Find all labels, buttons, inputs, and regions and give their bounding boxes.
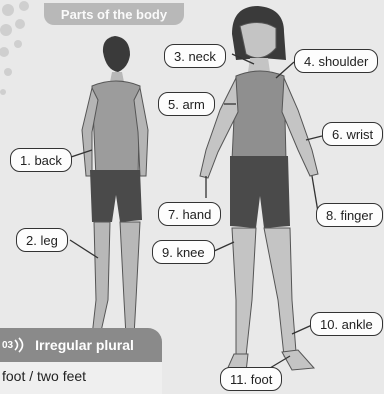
irregular-plural-header: 03 Irregular plural — [0, 328, 162, 362]
label-shoulder: 4. shoulder — [294, 49, 378, 73]
label-back: 1. back — [10, 148, 72, 172]
label-neck: 3. neck — [164, 44, 226, 68]
label-hand: 7. hand — [158, 202, 221, 226]
label-wrist: 6. wrist — [322, 122, 383, 146]
panel-example: foot / two feet — [2, 368, 86, 384]
panel-title: Irregular plural — [35, 337, 134, 353]
label-finger: 8. finger — [316, 203, 383, 227]
audio-waves-icon — [13, 337, 27, 353]
label-knee: 9. knee — [152, 240, 215, 264]
label-ankle: 10. ankle — [310, 312, 383, 336]
label-foot: 11. foot — [220, 367, 282, 391]
back-view-figure — [82, 36, 148, 336]
panel-number: 03 — [2, 340, 13, 351]
label-leg: 2. leg — [16, 228, 68, 252]
label-arm: 5. arm — [158, 92, 215, 116]
